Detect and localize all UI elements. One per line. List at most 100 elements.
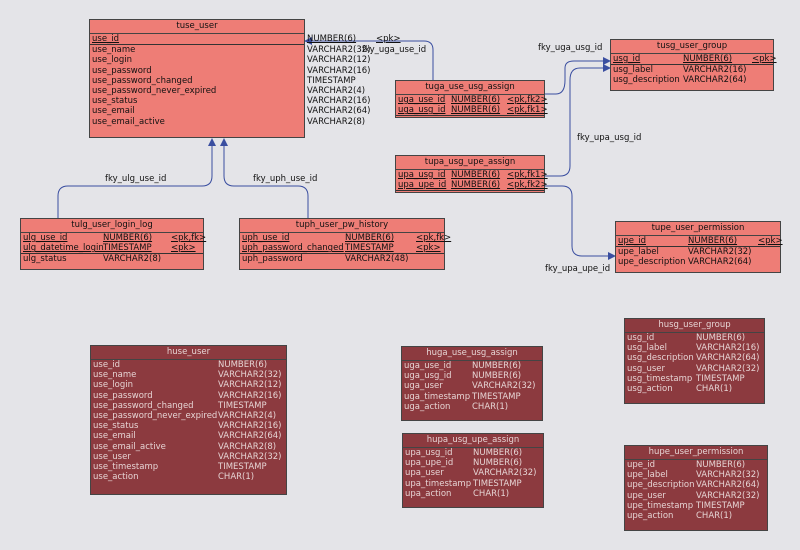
relation-label-ulg-use: fky_ulg_use_id xyxy=(105,174,167,184)
column-name: use_status xyxy=(93,421,139,432)
column-key: <pk> xyxy=(758,236,783,246)
column-name: use_password_changed xyxy=(93,400,194,411)
column-name: upa_timestamp xyxy=(405,478,472,489)
column-name: uga_action xyxy=(404,401,451,412)
column-key: <pk,fk> xyxy=(171,233,207,243)
fk-line-ulg-use xyxy=(57,138,216,218)
column-name: use_password_never_expired xyxy=(92,85,217,96)
column-key: <pk,fk1> xyxy=(507,105,548,116)
column-type: VARCHAR2(4) xyxy=(307,85,366,96)
column-type: NUMBER(6) xyxy=(451,180,501,191)
column-name: usg_user xyxy=(627,363,666,374)
column-type: VARCHAR2(8) xyxy=(218,441,277,452)
column-type: NUMBER(6) xyxy=(696,460,746,470)
column-name: use_login xyxy=(92,55,133,66)
column-name: usg_description xyxy=(627,353,694,364)
column-name: usg_label xyxy=(613,65,654,76)
column-type: VARCHAR2(32) xyxy=(473,468,537,479)
column-type: NUMBER(6) xyxy=(696,333,746,343)
table-title: tusg_user_group xyxy=(611,40,773,54)
column-name: upe_description xyxy=(627,480,695,491)
column-type: VARCHAR2(32) xyxy=(696,470,760,481)
column-type: NUMBER(6) xyxy=(218,360,268,370)
column-name: ulg_status xyxy=(23,254,67,265)
column-name: uga_use_id xyxy=(404,361,452,371)
column-name: uga_usg_id xyxy=(398,105,446,116)
column-name: upe_action xyxy=(627,510,674,521)
column-type: CHAR(1) xyxy=(696,383,733,394)
column-name: usg_action xyxy=(627,383,673,394)
column-type: TIMESTAMP xyxy=(218,400,267,411)
column-name: upa_upe_id xyxy=(405,458,454,469)
column-name: uph_use_id xyxy=(242,233,290,243)
column-key: <pk,fk> xyxy=(416,233,452,243)
column-type: NUMBER(6) xyxy=(451,95,501,105)
table-title: tupa_usg_upe_assign xyxy=(396,156,544,170)
table-title: hupe_user_permission xyxy=(625,446,767,460)
column-type: VARCHAR2(64) xyxy=(307,106,371,117)
relation-label-uga-use: fky_uga_use_id xyxy=(362,45,427,55)
column-type: TIMESTAMP xyxy=(103,243,152,254)
column-name: use_timestamp xyxy=(93,461,159,472)
column-type: TIMESTAMP xyxy=(472,391,521,402)
column-key: <pk> xyxy=(376,34,401,44)
column-type: CHAR(1) xyxy=(218,472,255,483)
column-name: use_email_active xyxy=(92,116,165,127)
column-type: VARCHAR2(16) xyxy=(218,390,282,401)
column-row: use_password_never_expired VARCHAR2(4) xyxy=(90,85,365,96)
column-row: use_action CHAR(1) xyxy=(91,472,286,482)
table-title: huse_user xyxy=(91,346,286,360)
column-name: use_password_changed xyxy=(92,75,193,86)
column-name: upa_usg_id xyxy=(405,448,453,458)
column-type: TIMESTAMP xyxy=(696,373,745,384)
column-type: VARCHAR2(32) xyxy=(307,45,371,56)
column-name: usg_id xyxy=(627,333,655,343)
column-name: usg_label xyxy=(627,343,668,354)
table-title: tupe_user_permission xyxy=(616,222,780,236)
column-type: NUMBER(6) xyxy=(451,170,501,180)
column-name: use_action xyxy=(93,472,139,483)
column-type: CHAR(1) xyxy=(473,488,510,499)
column-name: upa_user xyxy=(405,468,444,479)
column-name: ulg_use_id xyxy=(23,233,68,243)
column-row: upa_user VARCHAR2(32) xyxy=(403,468,543,478)
relation-label-upa-usg: fky_upa_usg_id xyxy=(577,133,642,143)
column-name: uga_user xyxy=(404,381,443,392)
